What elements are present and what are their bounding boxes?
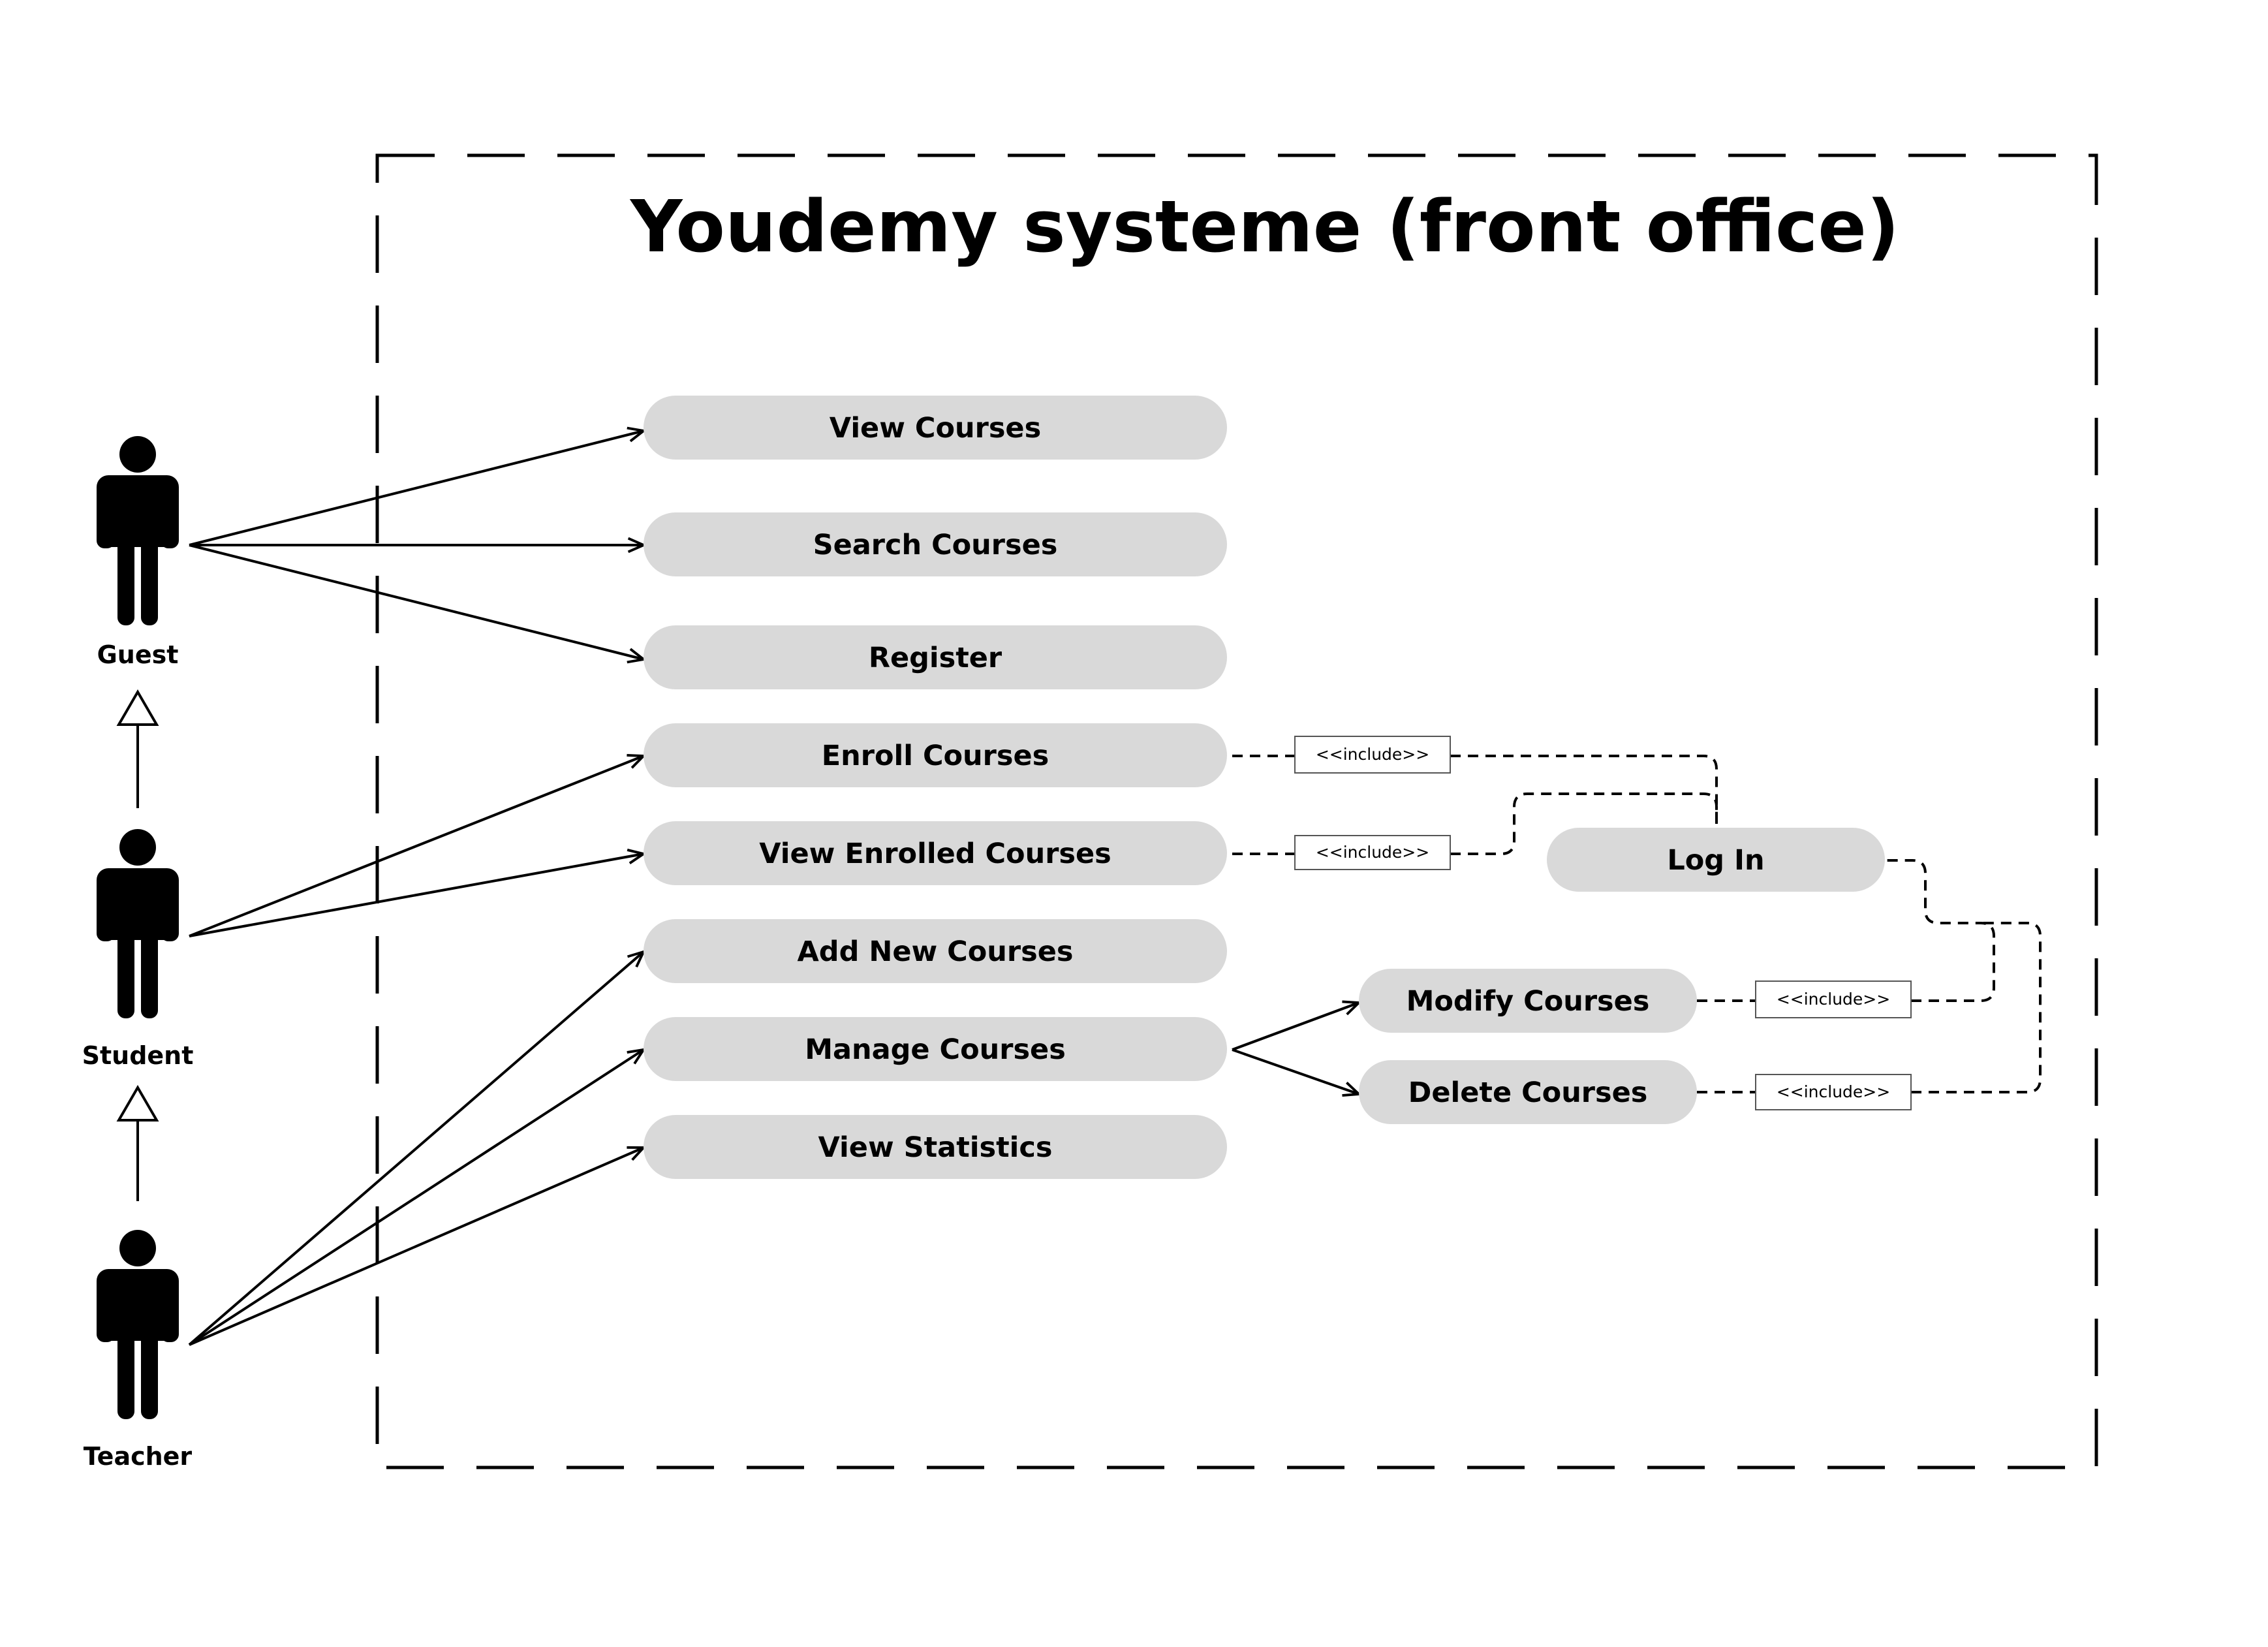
guest-actor: Guest bbox=[97, 436, 179, 669]
use-case-view-enrolled-courses[interactable]: View Enrolled Courses bbox=[644, 821, 1227, 885]
svg-text:Enroll Courses: Enroll Courses bbox=[822, 740, 1049, 772]
guest-figure-icon bbox=[97, 436, 179, 625]
svg-text:<<include>>: <<include>> bbox=[1316, 745, 1429, 764]
use-case-view-courses[interactable]: View Courses bbox=[644, 396, 1227, 460]
assoc-student-enroll bbox=[189, 756, 644, 937]
include-label-modify: <<include>> bbox=[1755, 980, 1912, 1018]
svg-text:Log In: Log In bbox=[1667, 844, 1764, 877]
system-boundary bbox=[375, 153, 2098, 1469]
student-actor: Student bbox=[82, 829, 194, 1070]
actor-label-guest: Guest bbox=[97, 640, 179, 669]
teacher-figure-icon bbox=[97, 1230, 179, 1419]
teacher-actor: Teacher bbox=[84, 1230, 193, 1471]
use-case-view-statistics[interactable]: View Statistics bbox=[644, 1115, 1227, 1179]
assoc-manage-modify bbox=[1232, 1003, 1359, 1051]
svg-text:Manage Courses: Manage Courses bbox=[805, 1033, 1066, 1066]
actor-label-student: Student bbox=[82, 1041, 194, 1070]
assoc-manage-delete bbox=[1232, 1048, 1359, 1094]
generalization-student-guest bbox=[116, 689, 159, 808]
use-case-manage-courses[interactable]: Manage Courses bbox=[644, 1017, 1227, 1081]
assoc-guest-register bbox=[189, 544, 644, 659]
include-label-enroll: <<include>> bbox=[1294, 736, 1451, 774]
student-figure-icon bbox=[97, 829, 179, 1018]
svg-text:Search Courses: Search Courses bbox=[813, 529, 1058, 561]
assoc-teacher-manage bbox=[188, 1050, 644, 1346]
svg-text:Delete Courses: Delete Courses bbox=[1408, 1076, 1648, 1109]
use-case-delete-courses[interactable]: Delete Courses bbox=[1359, 1060, 1697, 1124]
use-case-enroll-courses[interactable]: Enroll Courses bbox=[644, 723, 1227, 787]
svg-text:View Enrolled Courses: View Enrolled Courses bbox=[759, 838, 1111, 870]
associations bbox=[188, 431, 1359, 1346]
use-case-search-courses[interactable]: Search Courses bbox=[644, 512, 1227, 576]
include-path-delete bbox=[1697, 922, 2042, 1093]
svg-text:View Courses: View Courses bbox=[830, 412, 1041, 445]
include-label-view-enrolled: <<include>> bbox=[1294, 835, 1451, 870]
use-case-register[interactable]: Register bbox=[644, 625, 1227, 689]
include-label-delete: <<include>> bbox=[1755, 1074, 1912, 1110]
generalization-teacher-student bbox=[116, 1085, 159, 1201]
assoc-teacher-statistics bbox=[189, 1148, 644, 1346]
include-path-modify bbox=[1697, 859, 1995, 1002]
use-case-add-new-courses[interactable]: Add New Courses bbox=[644, 919, 1227, 983]
svg-text:<<include>>: <<include>> bbox=[1777, 1082, 1890, 1101]
svg-text:Register: Register bbox=[869, 642, 1002, 674]
assoc-student-view-enrolled bbox=[189, 854, 644, 937]
include-connectors bbox=[1232, 755, 2042, 1093]
svg-text:View Statistics: View Statistics bbox=[818, 1131, 1053, 1164]
include-path-enroll bbox=[1232, 755, 1718, 824]
system-title: Youdemy systeme (front office) bbox=[629, 185, 1899, 268]
svg-text:<<include>>: <<include>> bbox=[1316, 843, 1429, 862]
include-path-view-enrolled bbox=[1232, 792, 1718, 855]
use-case-log-in[interactable]: Log In bbox=[1547, 828, 1885, 892]
svg-text:Modify Courses: Modify Courses bbox=[1406, 985, 1650, 1018]
assoc-teacher-add-new bbox=[188, 952, 644, 1346]
use-case-modify-courses[interactable]: Modify Courses bbox=[1359, 969, 1697, 1033]
svg-text:<<include>>: <<include>> bbox=[1777, 990, 1890, 1009]
svg-text:Add New Courses: Add New Courses bbox=[798, 935, 1074, 968]
assoc-guest-view-courses bbox=[189, 431, 644, 546]
actor-label-teacher: Teacher bbox=[84, 1442, 193, 1471]
